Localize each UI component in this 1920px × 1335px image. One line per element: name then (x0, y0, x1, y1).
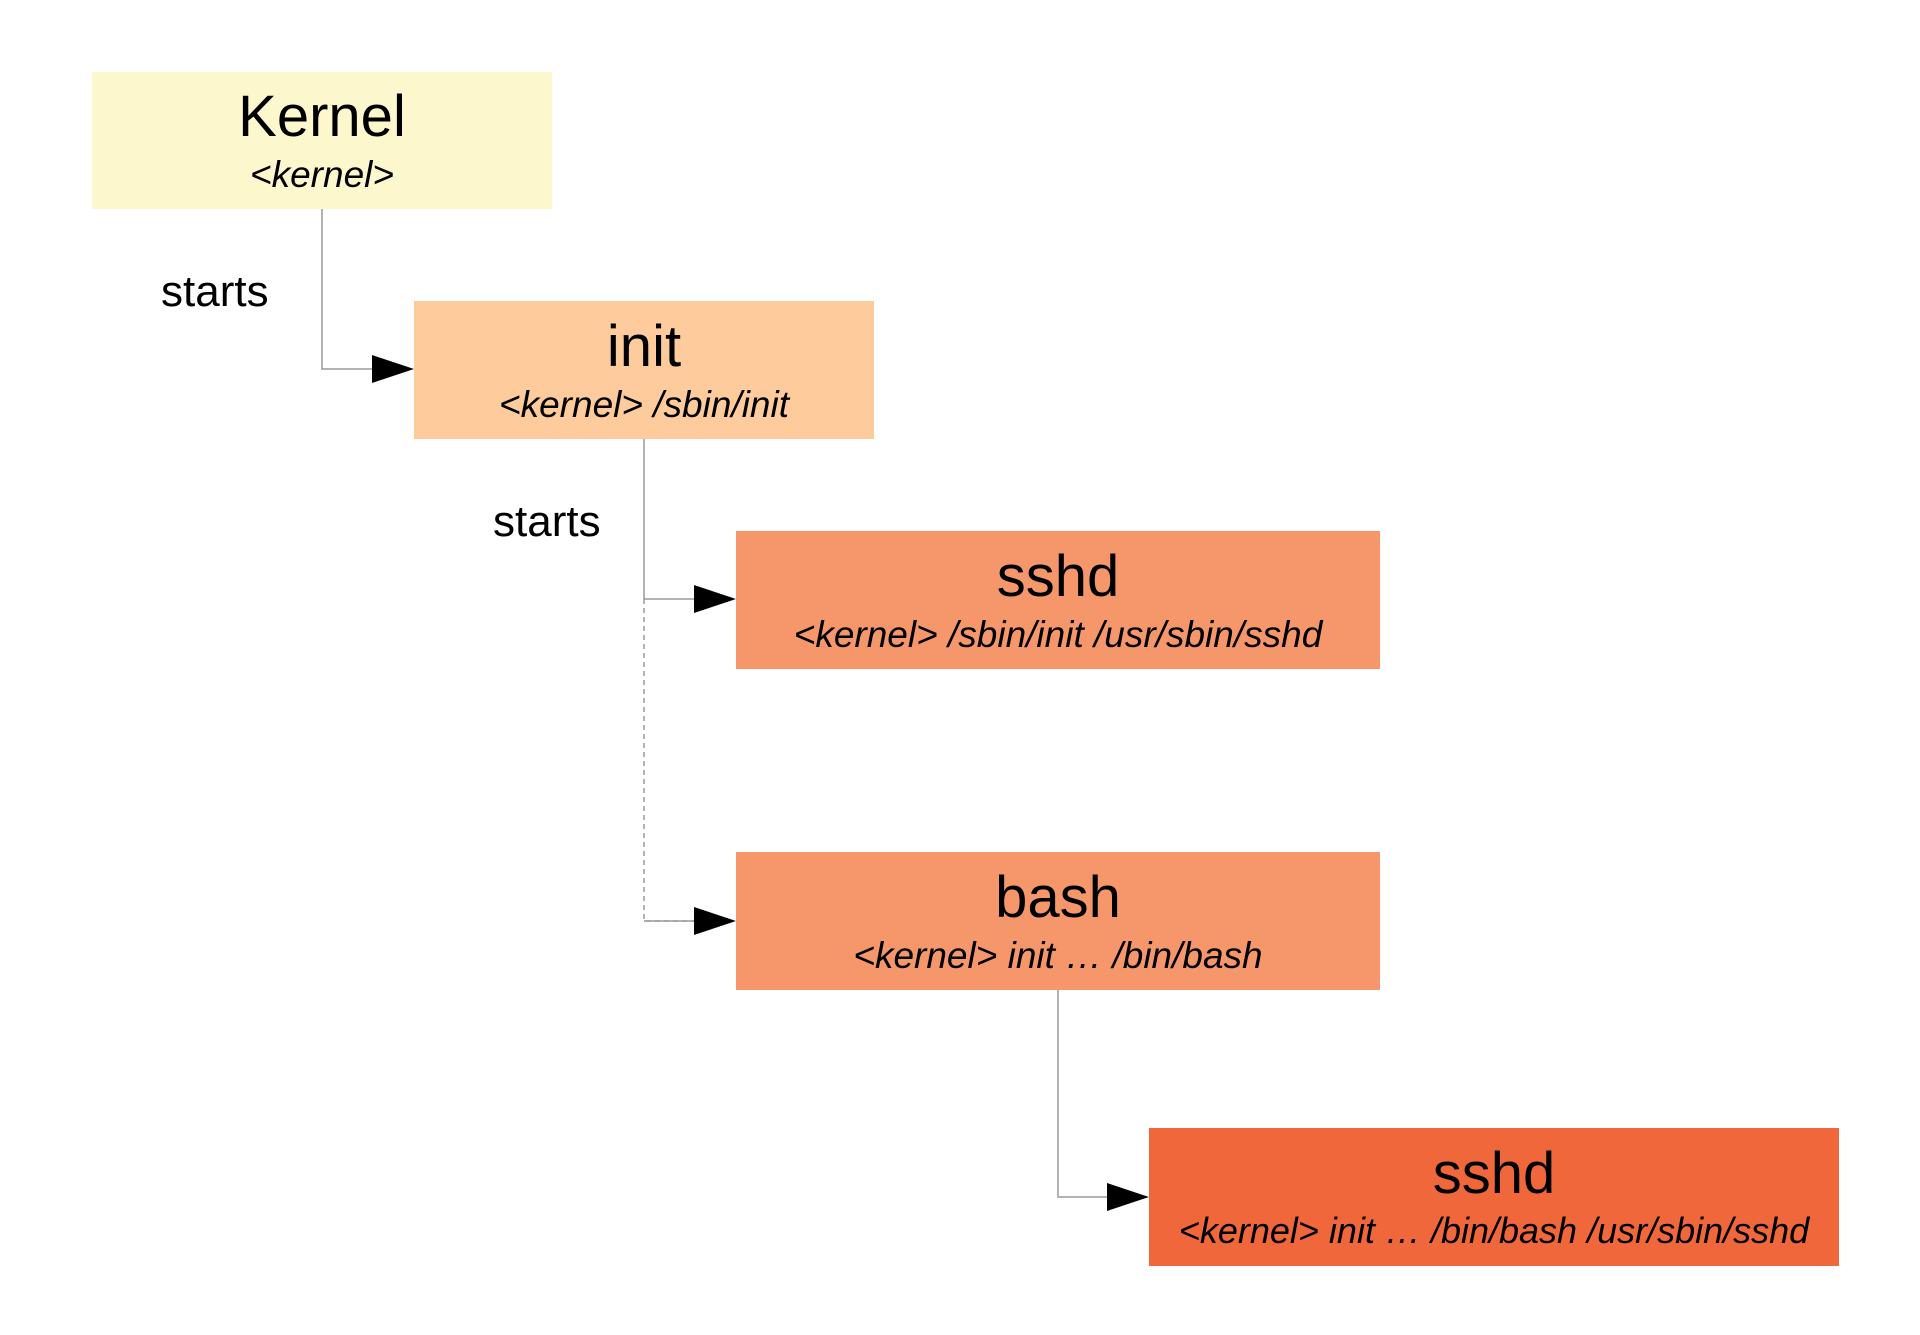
edge-label-starts: starts (493, 497, 601, 546)
kernel-node: Kernel <kernel> (92, 72, 552, 209)
edge-init-to-sshd (643, 439, 694, 600)
edge-kernel-to-init (321, 209, 372, 370)
edge-label-starts: starts (161, 267, 269, 316)
node-title: sshd (996, 543, 1120, 609)
arrowhead-sshd (694, 585, 736, 613)
arrowhead-bash (694, 907, 736, 935)
node-subtitle: <kernel> /sbin/init /usr/sbin/sshd (793, 613, 1323, 655)
edge-init-to-bash (643, 599, 694, 922)
sshd-node: sshd <kernel> /sbin/init /usr/sbin/sshd (736, 531, 1380, 669)
arrowhead-sshd-child (1107, 1183, 1149, 1211)
node-title: sshd (1432, 1141, 1556, 1206)
node-subtitle: <kernel> /sbin/init (498, 383, 789, 425)
node-title: Kernel (238, 84, 406, 149)
sshd-child-node: sshd <kernel> init … /bin/bash /usr/sbin… (1149, 1128, 1839, 1266)
edge-bash-to-sshd (1057, 990, 1107, 1198)
node-subtitle: <kernel> (250, 154, 394, 195)
arrowhead-init (372, 355, 414, 383)
bash-node: bash <kernel> init … /bin/bash (736, 852, 1380, 990)
node-title: init (606, 313, 682, 379)
node-title: bash (995, 864, 1121, 930)
init-node: init <kernel> /sbin/init (414, 301, 874, 439)
node-subtitle: <kernel> init … /bin/bash (853, 934, 1263, 976)
node-subtitle: <kernel> init … /bin/bash /usr/sbin/sshd (1178, 1210, 1810, 1251)
